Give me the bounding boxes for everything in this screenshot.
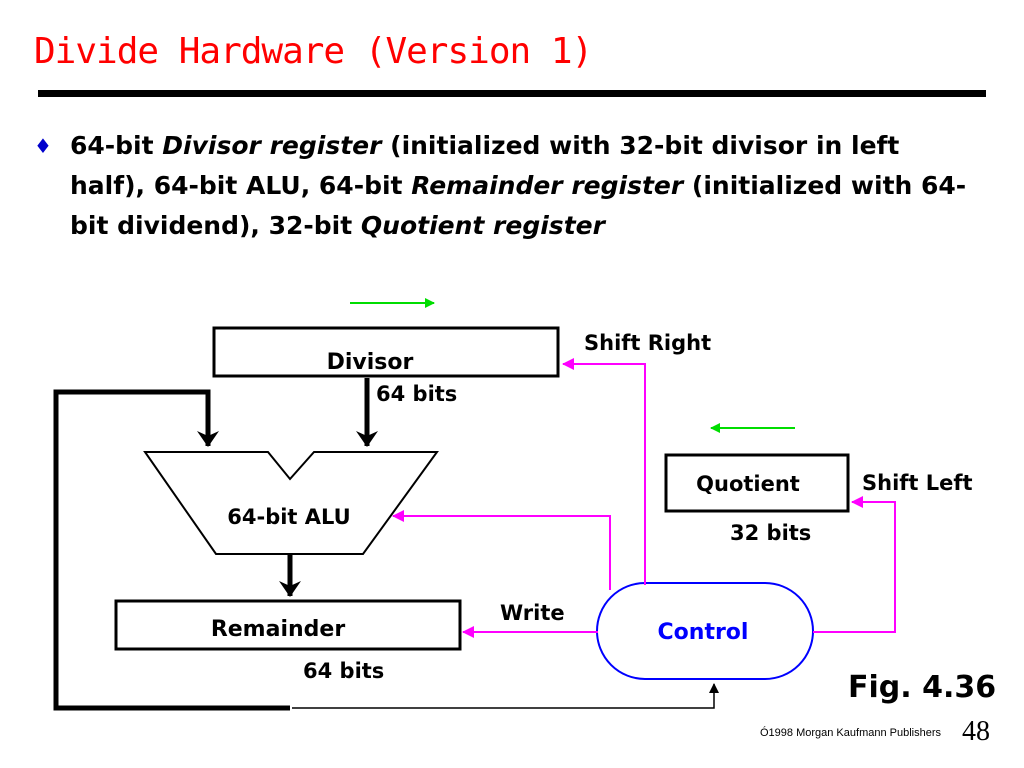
remainder-bits-label: 64 bits bbox=[303, 659, 384, 683]
divisor-register bbox=[212, 326, 560, 378]
alu-shape bbox=[143, 451, 439, 555]
bullet-divisor-register: Divisor register bbox=[162, 131, 382, 160]
divisor-bits-label: 64 bits bbox=[376, 382, 457, 406]
slide-title: Divide Hardware (Version 1) bbox=[34, 31, 593, 72]
bullet-text-part-2: (initialized with 32-bit divisor in left… bbox=[70, 131, 900, 200]
alu-label: 64-bit ALU bbox=[227, 505, 350, 529]
remainder-label: Remainder bbox=[211, 617, 346, 642]
quotient-bits-label: 32 bits bbox=[730, 521, 811, 545]
figure-label: Fig. 4.36 bbox=[848, 670, 997, 705]
copyright-text: Ó1998 Morgan Kaufmann Publishers bbox=[760, 727, 941, 739]
shift-left-control-line bbox=[813, 496, 896, 633]
title-underline bbox=[38, 90, 986, 97]
remainder-register bbox=[114, 599, 462, 651]
bullet-quotient-register: Quotient register bbox=[360, 211, 605, 240]
diamond-bullet-icon: ♦ bbox=[34, 134, 52, 158]
control-label: Control bbox=[658, 620, 749, 645]
remainder-to-control-line bbox=[292, 683, 719, 709]
bullet-remainder-register: Remainder register bbox=[411, 171, 684, 200]
quotient-label: Quotient bbox=[696, 472, 800, 496]
quotient-register bbox=[664, 453, 850, 513]
shift-right-control-line bbox=[562, 358, 646, 585]
shift-right-label: Shift Right bbox=[584, 331, 711, 355]
alu-control-line bbox=[392, 510, 611, 590]
remainder-feedback-path bbox=[53, 389, 290, 711]
divide-hardware-diagram: Divisor 64 bits 64-bit ALU Remainder 64 … bbox=[53, 298, 973, 711]
page-number: 48 bbox=[962, 716, 990, 747]
bullet-text-part-3: (initialized with 64-bit dividend), 32-b… bbox=[70, 171, 967, 240]
write-label: Write bbox=[500, 601, 565, 625]
divisor-label: Divisor bbox=[327, 350, 414, 375]
bullet-text: 64-bit Divisor register (initialized wit… bbox=[70, 126, 970, 246]
shift-left-label: Shift Left bbox=[862, 471, 973, 495]
bullet-text-part-1: 64-bit bbox=[70, 131, 163, 160]
